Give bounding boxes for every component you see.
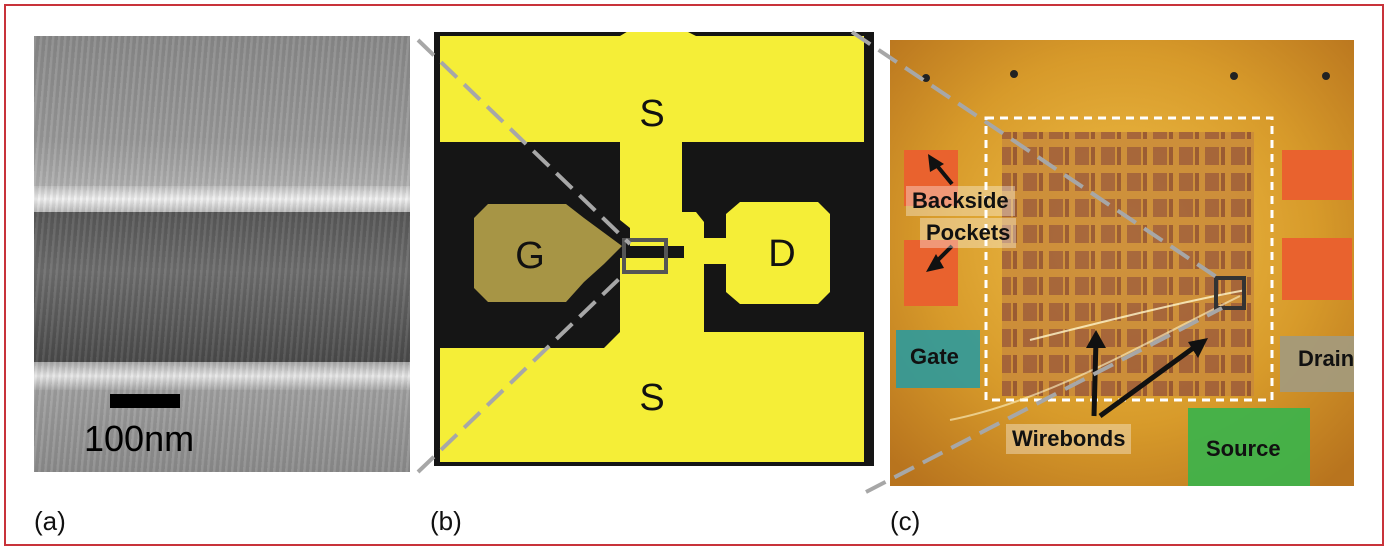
scale-bar [110,394,180,408]
drain-pad [684,202,830,304]
drain-label: D [768,233,795,275]
scale-bar-label: 100nm [84,418,195,459]
photo-drawing [890,40,1354,486]
backside-label-line1: Backside [906,186,1015,216]
channel-box [622,238,668,274]
source-label-photo: Source [1206,436,1281,461]
drain-label-photo: Drain [1298,346,1354,371]
drain-pad-photo [1280,336,1354,392]
caption-b: (b) [430,506,462,536]
backside-pocket-right-bottom [1282,238,1352,300]
gate-label: G [515,235,545,277]
gate-label-photo: Gate [910,344,959,369]
layout-drawing: S G D S [434,30,874,466]
backside-pocket-right-top [1282,150,1352,200]
figure-frame [4,4,1384,546]
source-label-bottom: S [639,377,664,419]
wirebonds-label: Wirebonds [1006,424,1132,454]
device-layout: S G D S [434,30,874,466]
caption-c: (c) [890,506,921,536]
backside-label-line2: Pockets [920,218,1017,248]
caption-a: (a) [34,506,66,536]
device-photo: Backside Pockets Gate Drain Wirebonds So… [890,40,1354,486]
photo-marker-box [1214,276,1246,310]
sem-image: 100nm [34,36,410,472]
source-label-top: S [639,93,664,135]
